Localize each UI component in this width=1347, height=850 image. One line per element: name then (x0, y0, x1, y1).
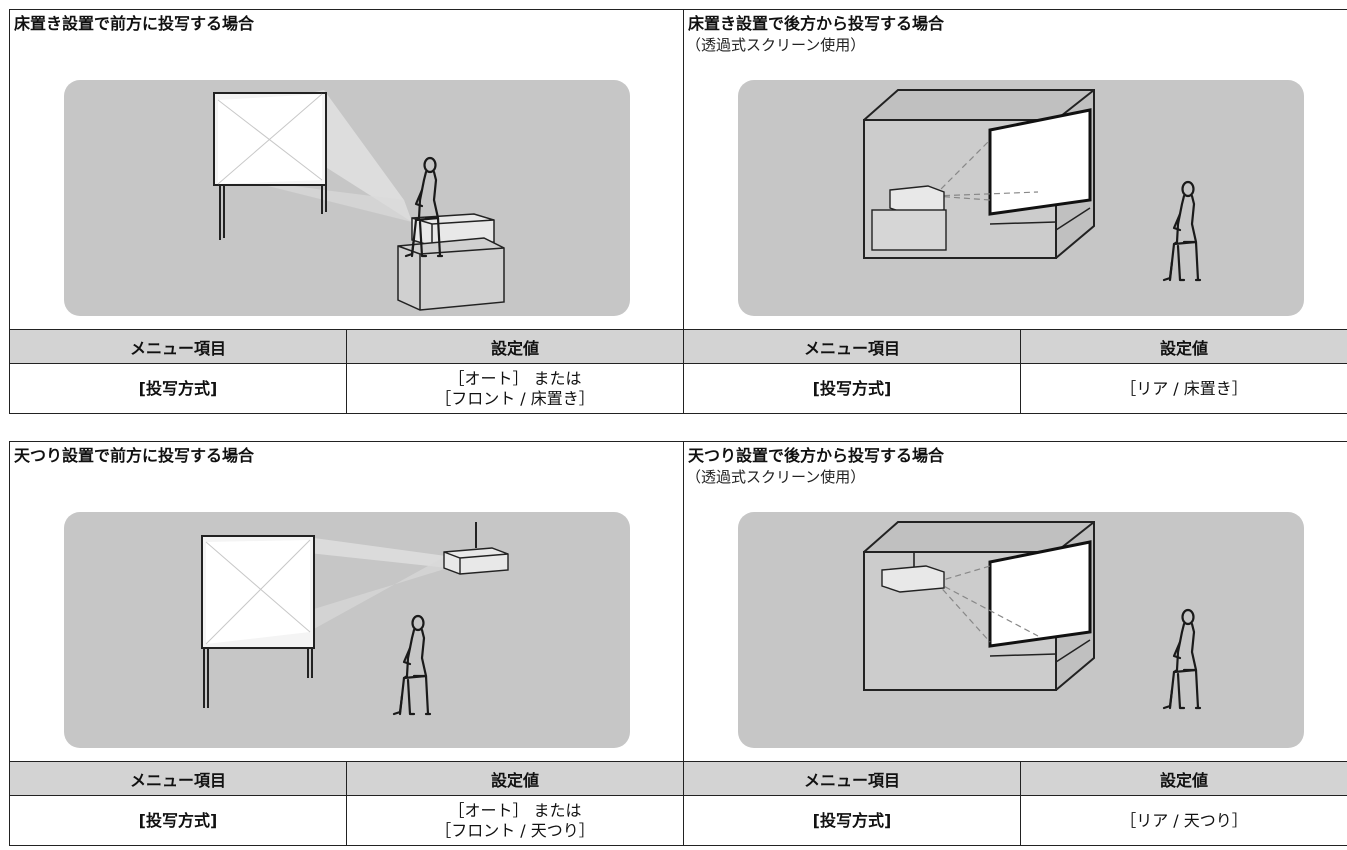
section-subtitle: （透過式スクリーン使用） (686, 36, 866, 54)
menu-item: [投写方式] (10, 364, 347, 414)
floor-front-illustration (64, 80, 630, 316)
setting-value: ［リア / 床置き］ (1021, 364, 1347, 414)
setting-value: ［リア / 天つり］ (1021, 796, 1347, 846)
floor-rear-illustration (738, 80, 1304, 316)
floor-rear-diagram-cell: 床置き設置で後方から投写する場合 （透過式スクリーン使用） (684, 10, 1347, 330)
value-header: 設定値 (1021, 762, 1347, 796)
section-title: 床置き設置で前方に投写する場合 (14, 14, 255, 33)
ceiling-rear-illustration (738, 512, 1304, 748)
ceiling-front-illustration (64, 512, 630, 748)
menu-item: [投写方式] (684, 796, 1021, 846)
value-header: 設定値 (347, 762, 684, 796)
floor-front-diagram-cell: 床置き設置で前方に投写する場合 (10, 10, 684, 330)
section-subtitle: （透過式スクリーン使用） (686, 468, 866, 486)
section-ceiling: 天つり設置で前方に投写する場合 (9, 441, 1347, 846)
projector (881, 565, 945, 593)
menu-header: メニュー項目 (684, 762, 1021, 796)
menu-header: メニュー項目 (10, 330, 347, 364)
rear-screen (988, 108, 1092, 216)
menu-item: [投写方式] (684, 364, 1021, 414)
value-header: 設定値 (1021, 330, 1347, 364)
rear-screen (988, 540, 1092, 648)
ceiling-rear-diagram-cell: 天つり設置で後方から投写する場合 （透過式スクリーン使用） (684, 442, 1347, 762)
setting-value: ［オート］ または［フロント / 天つり］ (347, 796, 684, 846)
ceiling-front-diagram-cell: 天つり設置で前方に投写する場合 (10, 442, 684, 762)
section-title: 天つり設置で前方に投写する場合 (14, 446, 255, 465)
menu-item: [投写方式] (10, 796, 347, 846)
section-title: 床置き設置で後方から投写する場合 (688, 14, 945, 33)
setting-value: ［オート］ または［フロント / 床置き］ (347, 364, 684, 414)
menu-header: メニュー項目 (10, 762, 347, 796)
section-title: 天つり設置で後方から投写する場合 (688, 446, 945, 465)
projector-stand (871, 209, 947, 251)
section-floor: 床置き設置で前方に投写する場合 (9, 9, 1347, 414)
value-header: 設定値 (347, 330, 684, 364)
projector (443, 547, 509, 575)
menu-header: メニュー項目 (684, 330, 1021, 364)
